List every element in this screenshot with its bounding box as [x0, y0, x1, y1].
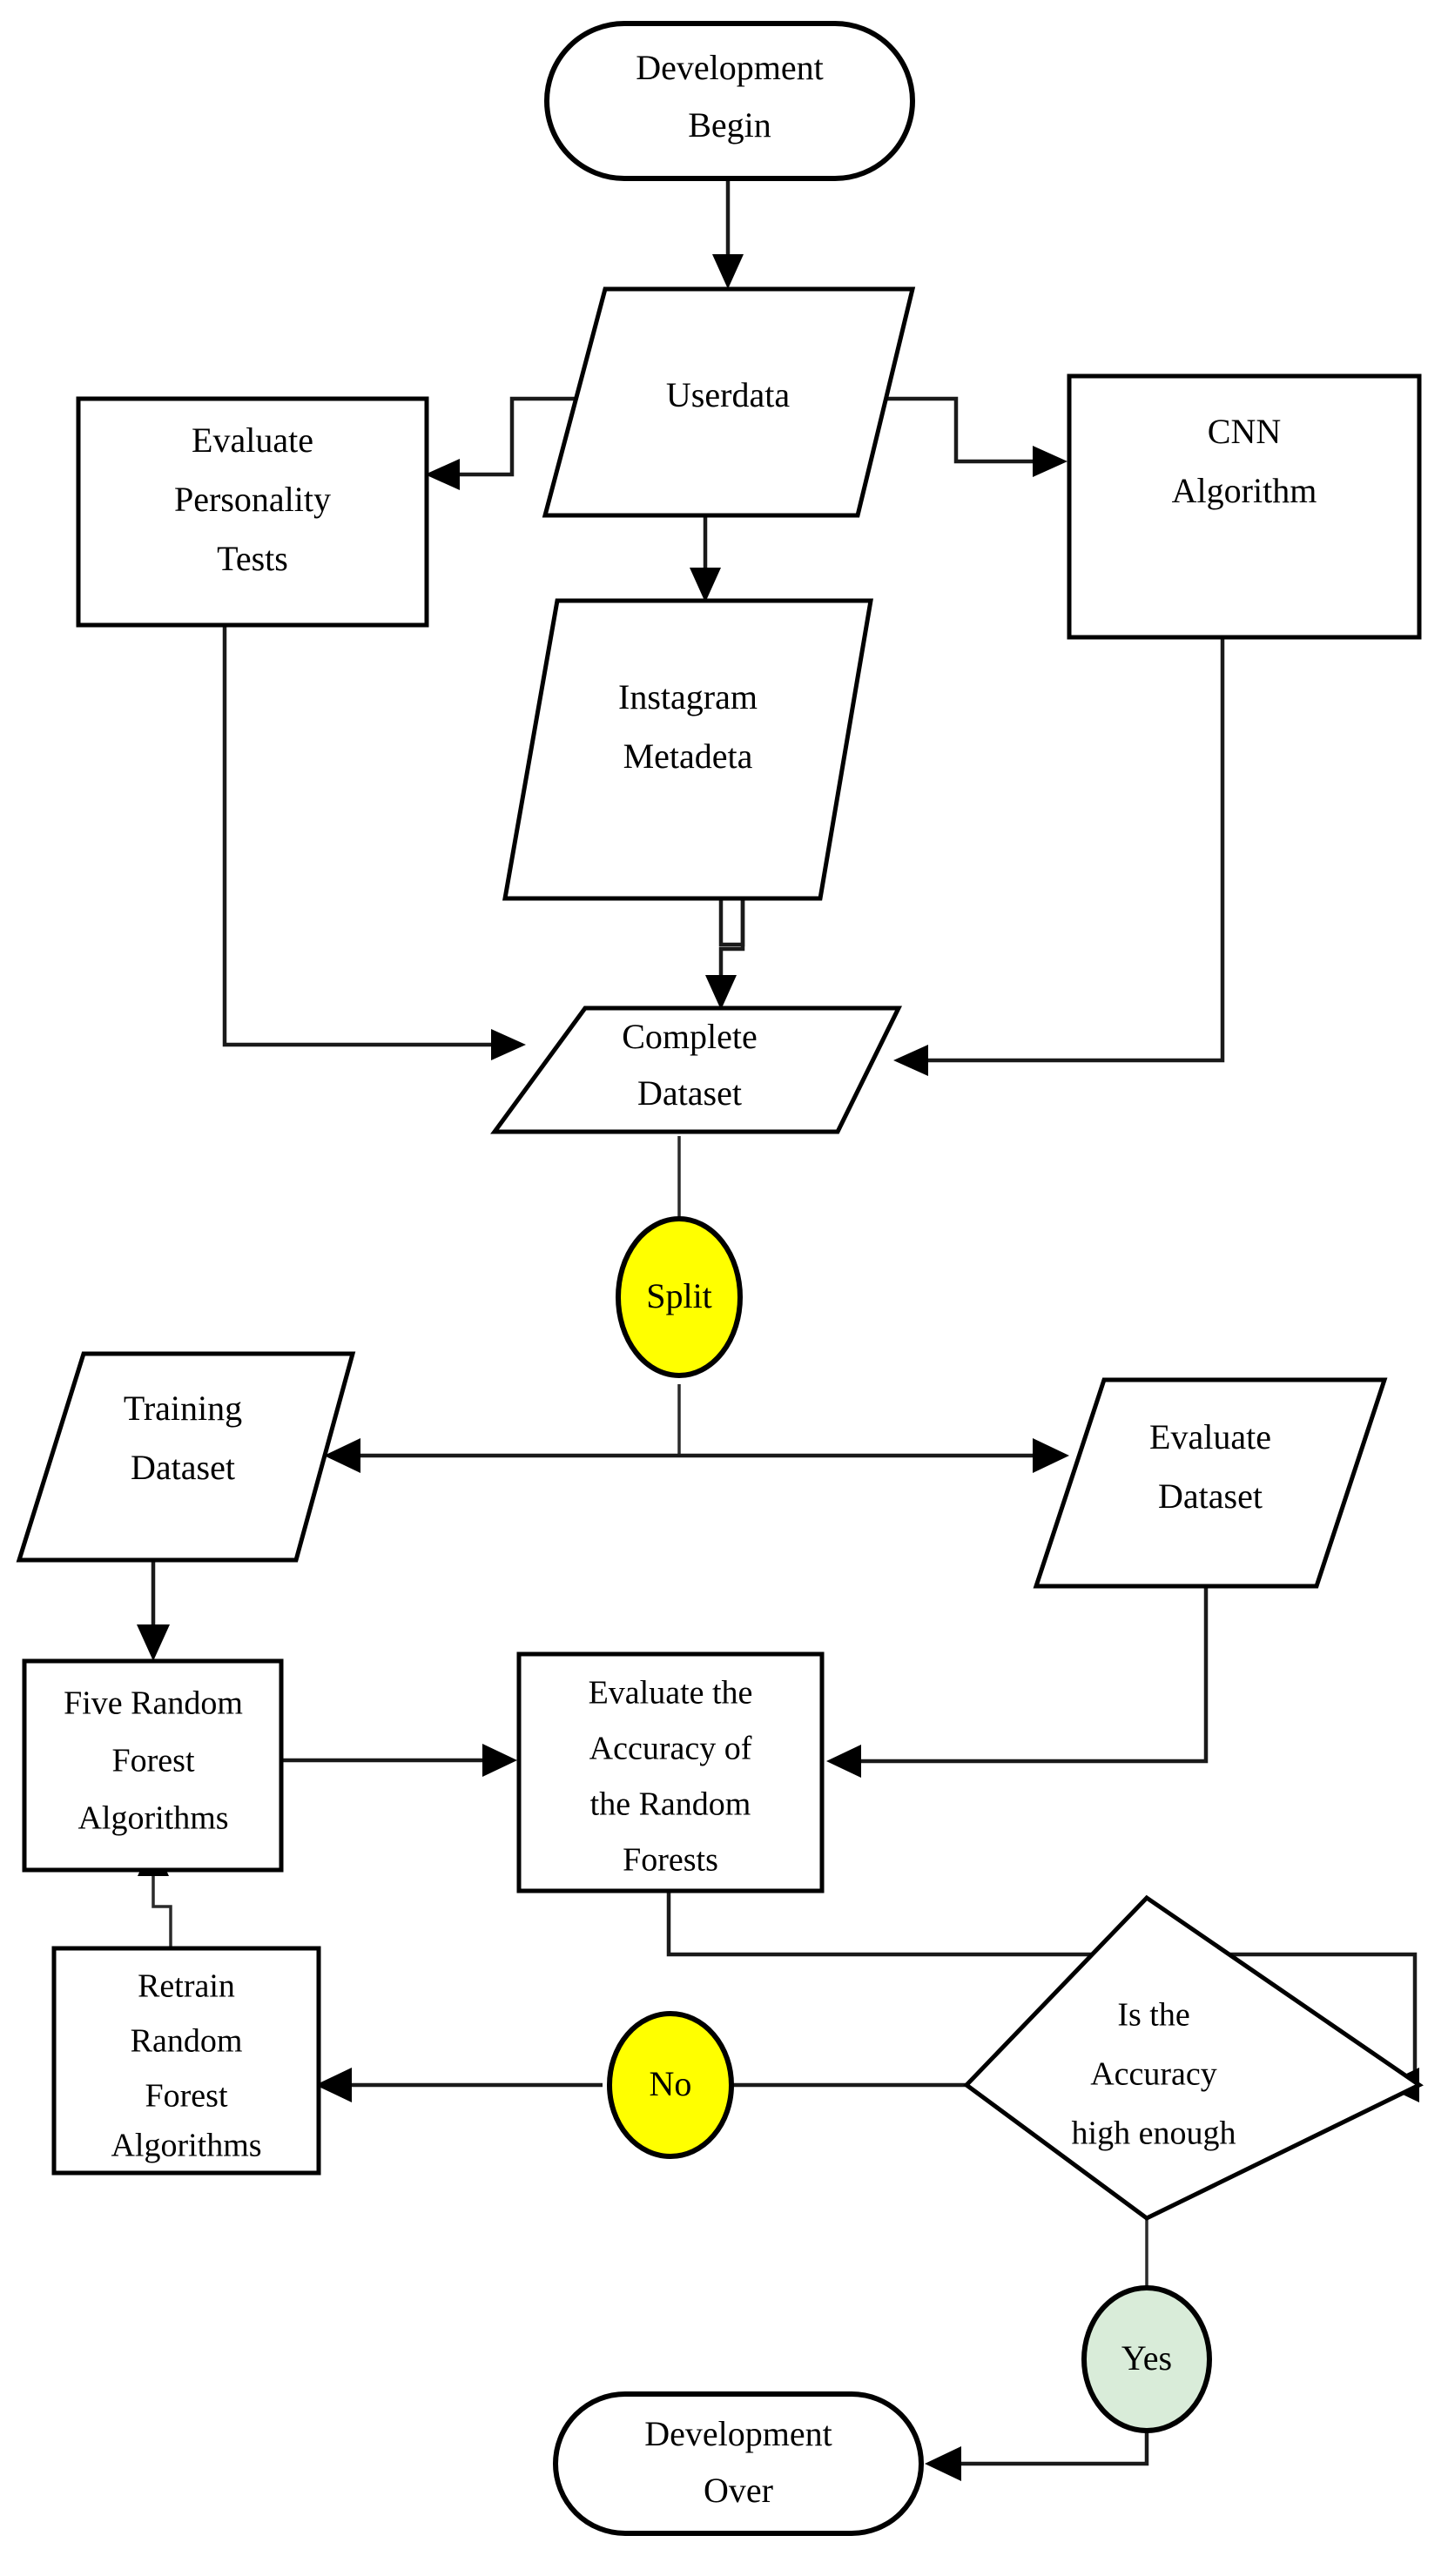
node-cnn-line2: Algorithm: [1172, 471, 1317, 510]
node-eval-acc-line4: Forests: [623, 1842, 718, 1879]
node-userdata[interactable]: Userdata: [542, 286, 916, 518]
node-eval-acc-line3: the Random: [590, 1786, 751, 1823]
node-cnn-algorithm[interactable]: CNN Algorithm: [1067, 373, 1422, 640]
node-no-badge[interactable]: No: [607, 2011, 734, 2159]
node-retrain-line2: Random: [131, 2023, 243, 2060]
edge-training-to-five-rf: [137, 1560, 170, 1661]
node-retrain-line3: Forest: [145, 2078, 228, 2115]
node-retrain-line1: Retrain: [138, 1968, 235, 2005]
node-complete-dataset[interactable]: Complete Dataset: [490, 1006, 903, 1134]
node-cnn-line1: CNN: [1208, 412, 1281, 451]
node-personality-line3: Tests: [217, 539, 288, 578]
edge-userdata-to-cnn: [874, 396, 1067, 477]
edge-yes-to-end: [925, 2429, 1149, 2481]
node-userdata-label: Userdata: [666, 375, 790, 414]
edge-split-to-evaluate-dataset: [679, 1438, 1069, 1473]
node-retrain-line4: Algorithms: [111, 2128, 261, 2164]
node-yes-label: Yes: [1121, 2338, 1172, 2378]
node-end[interactable]: Development Over: [553, 2391, 924, 2536]
node-yes-badge[interactable]: Yes: [1081, 2285, 1212, 2433]
node-instagram-line1: Instagram: [618, 677, 758, 716]
node-decision-line2: Accuracy: [1090, 2056, 1217, 2093]
node-training-dataset[interactable]: Training Dataset: [16, 1351, 356, 1563]
node-training-line2: Dataset: [131, 1448, 235, 1487]
node-five-random-forest[interactable]: Five Random Forest Algorithms: [22, 1658, 284, 1873]
node-instagram-line2: Metadeta: [623, 736, 753, 776]
edge-no-to-retrain: [315, 2068, 603, 2102]
node-decision-line3: high enough: [1072, 2115, 1236, 2152]
edge-instagram-to-complete-stem: [705, 899, 745, 1010]
node-evaluate-ds-line1: Evaluate: [1149, 1417, 1271, 1456]
edge-five-rf-to-eval-accuracy: [280, 1744, 517, 1777]
edge-userdata-to-personality: [425, 396, 589, 490]
node-five-rf-line1: Five Random: [64, 1685, 243, 1722]
node-evaluate-accuracy[interactable]: Evaluate the Accuracy of the Random Fore…: [516, 1651, 825, 1893]
node-decision-line1: Is the: [1117, 1997, 1189, 2034]
node-evaluate-dataset[interactable]: Evaluate Dataset: [1033, 1377, 1388, 1589]
node-instagram-metadeta[interactable]: Instagram Metadeta: [502, 598, 873, 901]
node-no-label: No: [650, 2064, 692, 2103]
node-training-line1: Training: [124, 1389, 242, 1428]
node-decision-accuracy[interactable]: Is the Accuracy high enough: [963, 1894, 1424, 2221]
node-evaluate-personality-tests[interactable]: Evaluate Personality Tests: [76, 396, 429, 628]
node-start-line1: Development: [636, 48, 824, 87]
node-split[interactable]: Split: [616, 1216, 743, 1378]
node-eval-acc-line2: Accuracy of: [589, 1731, 752, 1767]
edge-userdata-to-instagram: [690, 515, 721, 602]
node-evaluate-ds-line2: Dataset: [1158, 1476, 1263, 1516]
node-personality-line1: Evaluate: [192, 420, 313, 460]
node-eval-acc-line1: Evaluate the: [589, 1675, 753, 1712]
edge-evaluate-dataset-to-eval-accuracy: [826, 1586, 1209, 1778]
node-end-line2: Over: [704, 2471, 773, 2510]
node-five-rf-line3: Algorithms: [77, 1800, 228, 1837]
edge-personality-to-complete: [222, 625, 526, 1060]
node-start-line2: Begin: [688, 105, 771, 145]
node-split-label: Split: [646, 1276, 712, 1315]
node-end-line1: Development: [644, 2414, 832, 2453]
node-five-rf-line2: Forest: [112, 1743, 195, 1779]
node-complete-line2: Dataset: [637, 1073, 742, 1113]
node-start[interactable]: Development Begin: [544, 21, 915, 181]
edge-cnn-to-complete: [893, 638, 1225, 1076]
edge-split-to-training: [324, 1438, 679, 1473]
edge-start-to-userdata: [712, 178, 744, 289]
node-personality-line2: Personality: [174, 480, 331, 519]
node-retrain-random-forest[interactable]: Retrain Random Forest Algorithms: [51, 1946, 321, 2176]
node-complete-line1: Complete: [622, 1017, 758, 1056]
